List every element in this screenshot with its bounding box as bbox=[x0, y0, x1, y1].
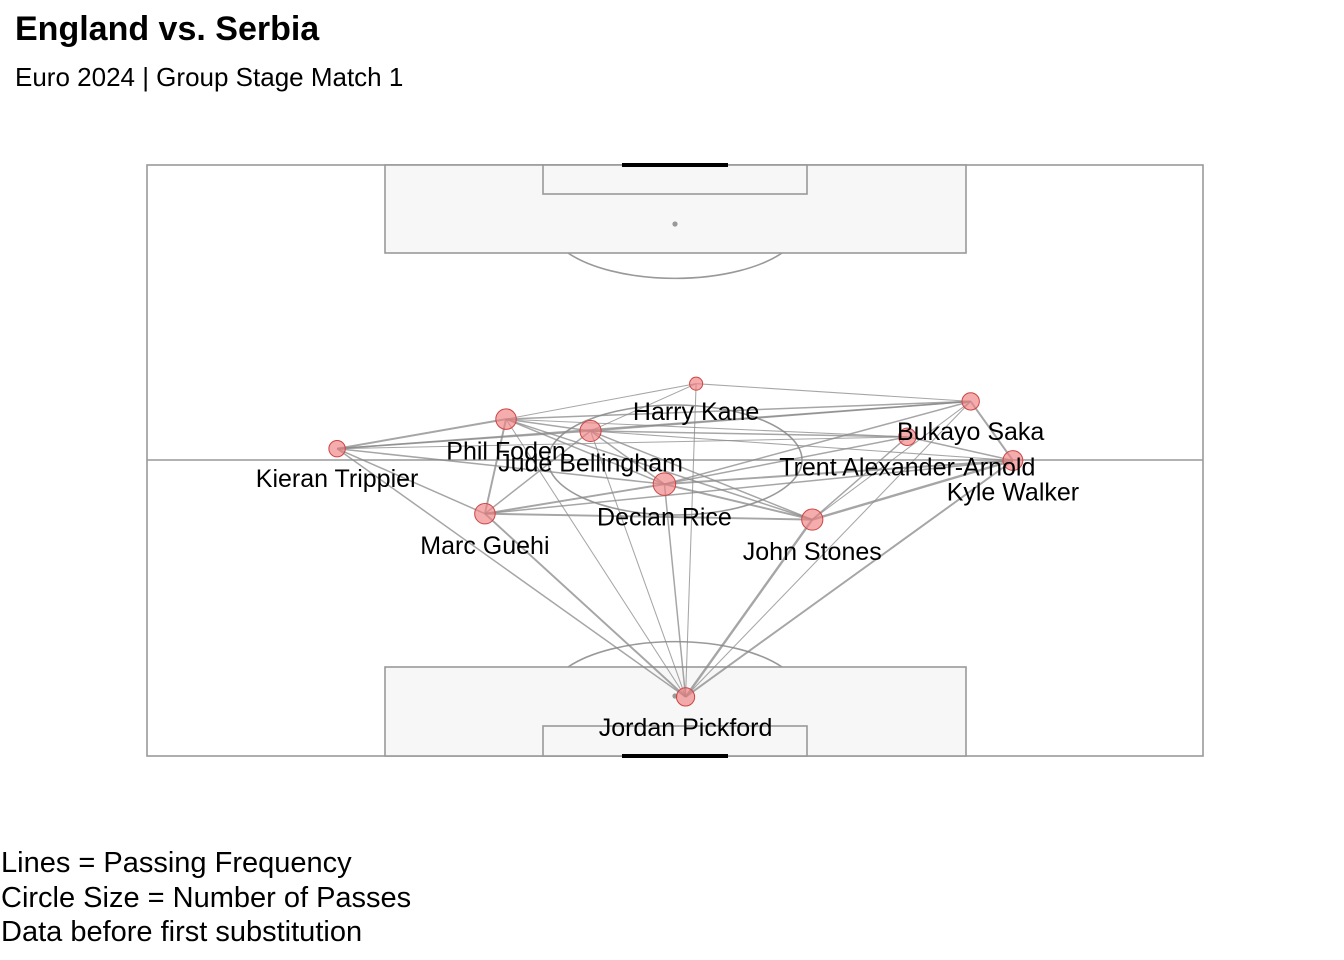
pass-line-foden-saka bbox=[506, 400, 971, 420]
player-node-stones bbox=[801, 508, 824, 531]
pass-line-bellingham-saka bbox=[590, 400, 971, 432]
player-label-trippier: Kieran Trippier bbox=[256, 465, 419, 493]
pass-line-walker-bellingham bbox=[590, 430, 1013, 462]
pass-line-kane-bellingham bbox=[590, 383, 697, 432]
pass-line-stones-rice bbox=[664, 483, 813, 521]
player-nodes bbox=[328, 376, 1024, 707]
pass-line-stones-foden bbox=[505, 418, 813, 521]
player-label-kane: Harry Kane bbox=[633, 398, 759, 426]
player-label-stones: John Stones bbox=[743, 538, 882, 566]
pass-line-pickford-walker bbox=[684, 459, 1014, 698]
pass-line-rice-saka bbox=[664, 400, 971, 485]
player-node-trippier bbox=[328, 439, 346, 458]
pass-line-foden-bellingham bbox=[505, 418, 591, 432]
pass-line-walker-saka bbox=[969, 400, 1014, 462]
top-penalty-spot bbox=[672, 221, 678, 227]
player-label-taa: Trent Alexander-Arnold bbox=[779, 454, 1035, 482]
pass-line-guehi-rice bbox=[484, 483, 665, 515]
pass-line-pickford-kane bbox=[685, 383, 697, 697]
note-data: Data before first substitution bbox=[1, 916, 363, 948]
pitch-markings bbox=[146, 164, 1204, 757]
pass-line-pickford-foden bbox=[505, 418, 687, 698]
note-lines: Lines = Passing Frequency bbox=[1, 847, 352, 879]
pass-line-rice-bellingham bbox=[590, 430, 665, 485]
pass-line-rice-trippier bbox=[336, 447, 665, 485]
pass-line-stones-walker bbox=[811, 459, 1014, 521]
note-circles: Circle Size = Number of Passes bbox=[1, 881, 412, 914]
pass-line-pickford-saka bbox=[685, 401, 972, 698]
chart-subtitle: Euro 2024 | Group Stage Match 1 bbox=[15, 62, 404, 92]
pass-line-guehi-walker bbox=[484, 459, 1013, 515]
pass-line-kane-foden bbox=[505, 383, 697, 420]
chart-title: England vs. Serbia bbox=[15, 10, 320, 48]
player-node-rice bbox=[652, 472, 677, 496]
pass-line-stones-bellingham bbox=[590, 430, 813, 521]
bottom-penalty-arc bbox=[567, 640, 783, 668]
pass-line-rice-foden bbox=[505, 418, 665, 485]
top-penalty-arc bbox=[567, 252, 783, 280]
player-node-guehi bbox=[474, 502, 496, 525]
player-label-guehi: Marc Guehi bbox=[420, 532, 549, 560]
player-node-taa bbox=[898, 427, 917, 447]
pass-line-stones-taa bbox=[811, 436, 908, 521]
player-label-saka: Bukayo Saka bbox=[897, 418, 1044, 446]
caption-notes: Lines = Passing Frequency Circle Size = … bbox=[1, 846, 411, 950]
pass-line-guehi-trippier bbox=[336, 447, 486, 515]
pass-line-kane-saka bbox=[696, 383, 971, 402]
player-node-pickford bbox=[675, 687, 696, 707]
player-node-foden bbox=[495, 408, 517, 430]
pass-line-pickford-trippier bbox=[336, 448, 686, 698]
bottom-goal-area bbox=[542, 725, 808, 757]
pass-line-rice-taa bbox=[664, 436, 908, 485]
player-node-walker bbox=[1002, 450, 1024, 471]
player-label-pickford: Jordan Pickford bbox=[599, 714, 773, 742]
pass-line-pickford-stones bbox=[684, 518, 814, 698]
pass-line-pickford-rice bbox=[663, 484, 687, 697]
top-goal-area bbox=[542, 164, 808, 195]
player-label-foden: Phil Foden bbox=[446, 437, 566, 465]
player-label-bellingham: Jude Bellingham bbox=[498, 450, 683, 478]
player-node-bellingham bbox=[579, 419, 602, 443]
pass-line-guehi-stones bbox=[484, 512, 813, 521]
player-labels: Jordan Pickford Marc Guehi John Stones Decl… bbox=[256, 398, 1079, 742]
player-node-kane bbox=[689, 376, 704, 391]
pass-line-guehi-bellingham bbox=[484, 430, 591, 515]
pass-line-stones-saka bbox=[811, 400, 971, 521]
pass-line-rice-walker bbox=[664, 459, 1013, 486]
pass-line-bellingham-taa bbox=[590, 430, 908, 438]
pass-line-foden-taa bbox=[506, 418, 908, 438]
player-label-walker: Kyle Walker bbox=[947, 478, 1079, 506]
player-node-saka bbox=[961, 392, 980, 411]
pass-line-trippier-taa bbox=[337, 436, 908, 450]
pass-line-pickford-bellingham bbox=[590, 430, 687, 698]
pass-lines bbox=[336, 383, 1014, 698]
center-circle bbox=[547, 404, 803, 516]
player-label-rice: Declan Rice bbox=[597, 503, 732, 531]
pass-line-walker-taa bbox=[907, 436, 1014, 462]
pass-line-trippier-foden bbox=[336, 418, 507, 450]
pass-line-pickford-guehi bbox=[484, 512, 687, 698]
